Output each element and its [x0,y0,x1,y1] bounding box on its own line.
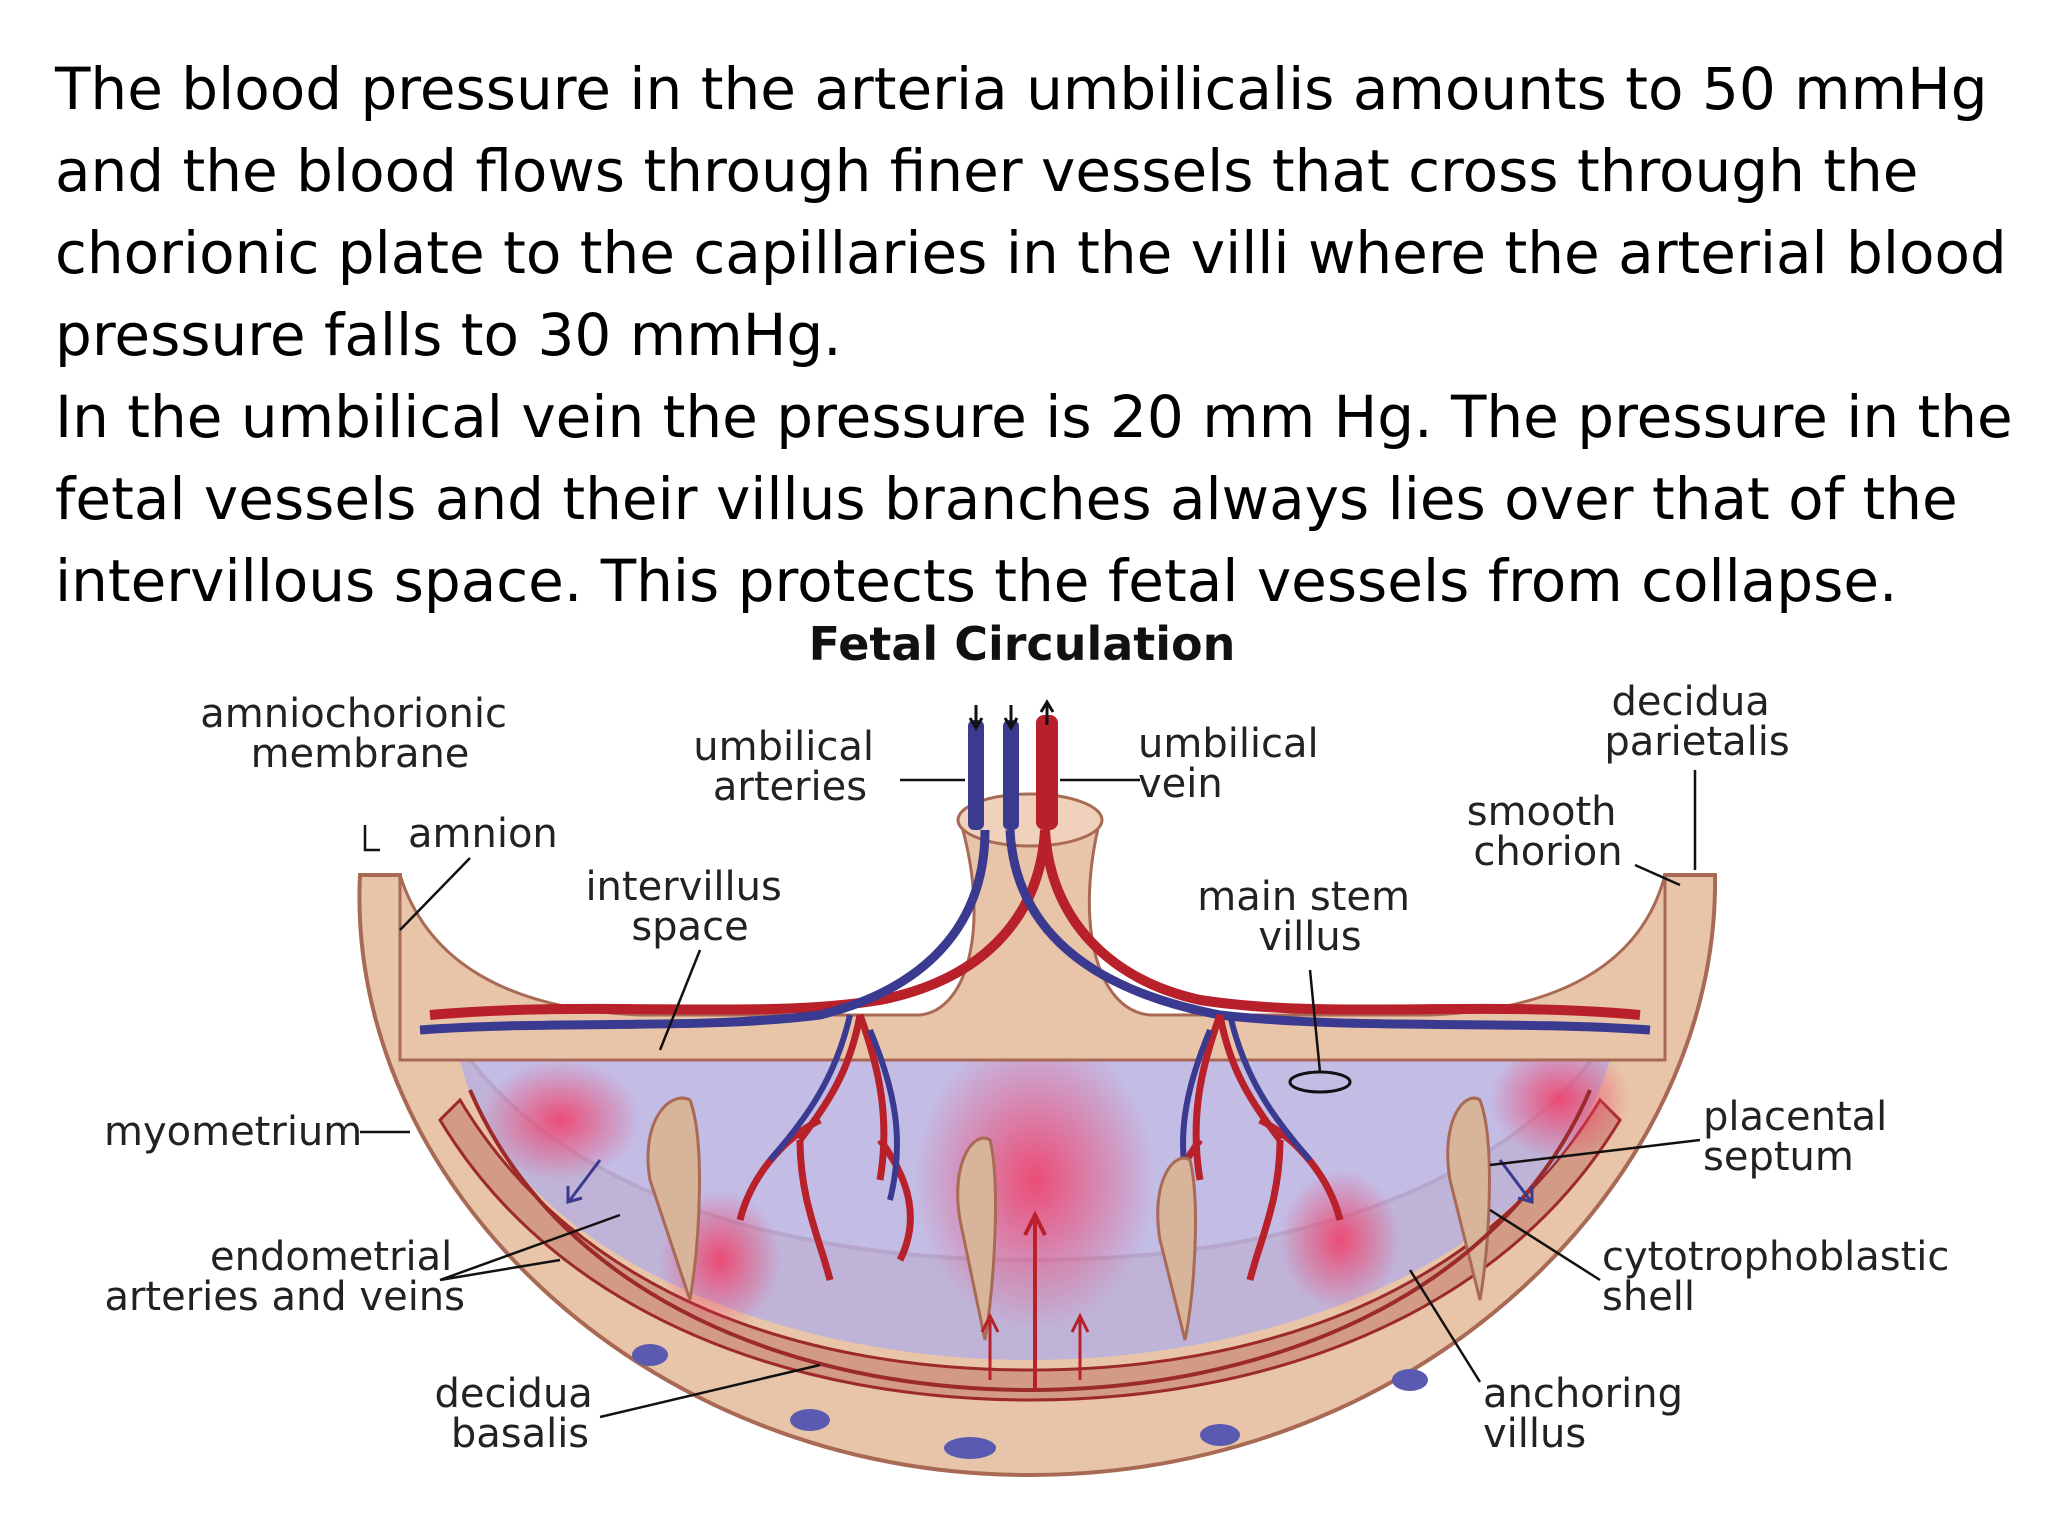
leader-main-stem-villus [1308,969,1322,1073]
umbilical-flow-arrow-middle [1003,705,1019,731]
label-amnion: amnion [408,811,558,857]
placental-septum-center-right [1156,1156,1197,1341]
placental-septum-center-left [956,1136,997,1341]
diagram-title: Fetal Circulation [809,620,1236,671]
label-decidua-parietalis: decidua parietalis [1604,679,1789,765]
placental-septum-right [1446,1096,1491,1301]
label-placental-septum: placental septum [1703,1094,1900,1180]
label-myometrium: myometrium [104,1109,362,1155]
leader-amnion [363,825,471,931]
label-main-stem-villus: main stem villus [1197,874,1422,960]
villous-tree-right [1166,1013,1344,1281]
maternal-vein-5 [1392,1369,1428,1391]
label-amniochorionic-membrane: amniochorionic membrane [200,691,519,777]
umbilical-cord-stump [956,792,1104,848]
maternal-vein-3 [944,1437,996,1459]
umbilical-flow-arrow-left [968,705,984,731]
maternal-flow-arrow-right [1070,1312,1090,1380]
label-umbilical-vein: umbilical vein [1138,721,1331,807]
umbilical-vein-vessel [1036,715,1058,830]
maternal-vein-4 [1200,1424,1240,1446]
label-smooth-chorion: smooth chorion [1467,789,1630,875]
venous-return-arrow-left [566,1159,602,1204]
maternal-blood-glow-right [1490,1040,1630,1160]
label-intervillus-space: intervillus space [585,864,794,950]
label-umbilical-arteries: umbilical arteries [693,724,886,810]
venous-return-arrow-right [1498,1159,1534,1204]
maternal-flow-arrow-left [980,1312,1000,1380]
leader-cytotrophoblastic-shell [1489,1208,1601,1282]
paragraph-arterial-pressure: The blood pressure in the arteria umbili… [55,55,2007,369]
maternal-flow-arrow-center [1023,1210,1047,1390]
placental-septum-left [646,1096,701,1301]
leader-decidua-basalis [599,1363,821,1419]
label-anchoring-villus: anchoring villus [1483,1371,1696,1457]
label-endometrial-arteries-veins: endometrial arteries and veins [104,1234,465,1320]
leader-placental-septum [1489,1138,1701,1167]
villous-tree-left [736,1013,914,1281]
maternal-blood-glow-left [480,1060,640,1180]
paragraph-venous-pressure: In the umbilical vein the pressure is 20… [55,383,2013,615]
endometrial-vessels [468,1089,1592,1393]
umbilical-flow-arrow-right [1039,699,1055,725]
label-cytotrophoblastic-shell: cytotrophoblastic shell [1602,1234,1962,1320]
leader-endometrial-vessels [439,1213,621,1282]
label-decidua-basalis: decidua basalis [434,1371,605,1457]
maternal-blood-glow-inner-right [1280,1170,1400,1310]
leader-anchoring-villus [1408,1269,1482,1383]
maternal-vein-2 [790,1409,830,1431]
leader-intervillus-space [658,949,702,1051]
umbilical-artery-right [1003,720,1019,830]
villous-tree-left-veins [767,1014,900,1201]
fetal-circulation-diagram: Fetal Circulation [104,620,1962,1478]
umbilical-artery-left [968,720,984,830]
leader-smooth-chorion [1634,863,1681,887]
maternal-vein-1 [632,1344,668,1366]
